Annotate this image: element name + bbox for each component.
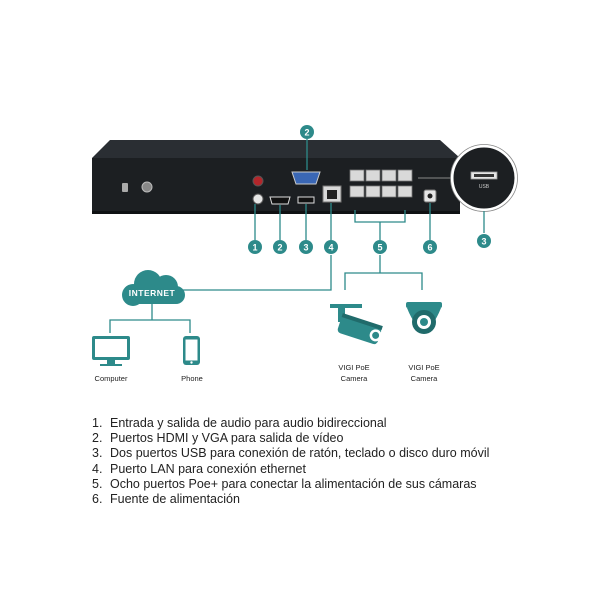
callout-marker [300,125,314,139]
legend-item: 6. Fuente de alimentación [92,492,489,507]
vga-port [291,171,321,185]
callout-marker [248,240,262,254]
callout-number: 3 [303,242,308,252]
legend-text: Entrada y salida de audio para audio bid… [110,416,387,430]
callout-leaders [254,203,431,240]
legend-number: 3. [92,446,103,461]
poe-port [381,169,397,182]
usb-label: USB [479,184,490,190]
legend-number: 1. [92,416,103,430]
callout-marker [273,240,287,254]
audio-in-jack [252,175,264,187]
callout-number: 5 [377,242,382,252]
usb-port [297,196,315,204]
legend-item: 3. Dos puertos USB para conexión de ratón… [92,446,489,461]
phone-icon [183,336,200,365]
poe-port [349,169,365,182]
ground-screw-icon [141,181,153,193]
nvr-device [92,140,460,214]
bullet-camera-label-line1: VIGI PoE [338,363,369,372]
legend-text: Puerto LAN para conexión ethernet [110,461,306,476]
dome-camera-label-line1: VIGI PoE [408,363,439,372]
bullet-camera-label-line2: Camera [341,374,369,383]
legend-text: Puertos HDMI y VGA para salida de vídeo [110,431,344,446]
computer-icon [92,336,130,366]
callout-marker [373,240,387,254]
legend-text: Ocho puertos Poe+ para conectar la alime… [110,476,477,491]
bullet-camera-icon [330,304,383,345]
callout-number: 6 [427,242,432,252]
callout-number: 2 [304,127,309,137]
dome-camera-icon [406,302,442,334]
poe-port [365,169,381,182]
legend-item: 2. Puertos HDMI y VGA para salida de víde… [92,431,489,446]
legend-number: 5. [92,476,103,491]
poe-port [365,185,381,198]
usb-inset: USB 3 [418,144,518,248]
legend-item: 4. Puerto LAN para conexión ethernet [92,462,489,477]
computer-label: Computer [95,374,128,383]
callout-marker [423,240,437,254]
callout-marker [299,240,313,254]
callout-number: 1 [252,242,257,252]
legend-number: 6. [92,492,103,507]
port-legend: 1. Entrada y salida de audio para audio b… [92,416,489,507]
callout-number: 3 [481,236,486,246]
legend-text: Fuente de alimentación [110,492,240,507]
internet-label: INTERNET [129,288,176,298]
dome-camera-label-line2: Camera [411,374,439,383]
phone-label: Phone [181,374,203,383]
callout-marker [477,234,491,248]
callout-marker [324,240,338,254]
legend-item: 5. Ocho puertos Poe+ para conectar la ali… [92,477,489,492]
poe-port [349,185,365,198]
callout-markers-row: 1 2 3 4 5 6 [248,240,437,254]
poe-ports [349,169,413,198]
audio-out-jack [252,193,264,205]
poe-port [397,169,413,182]
poe-port [397,185,413,198]
internet-cloud: INTERNET [122,270,185,306]
callout-number: 2 [277,242,282,252]
kensington-lock-icon [122,183,128,192]
nvr-top-surface [92,140,460,158]
legend-text: Dos puertos USB para conexión de ratón, … [110,446,490,461]
poe-port [381,185,397,198]
callout-number: 4 [328,242,333,252]
network-lines [109,255,423,333]
legend-item: 1. Entrada y salida de audio para audio b… [92,416,489,431]
hdmi-port [269,196,291,205]
legend-number: 4. [92,461,103,476]
legend-number: 2. [92,431,103,446]
